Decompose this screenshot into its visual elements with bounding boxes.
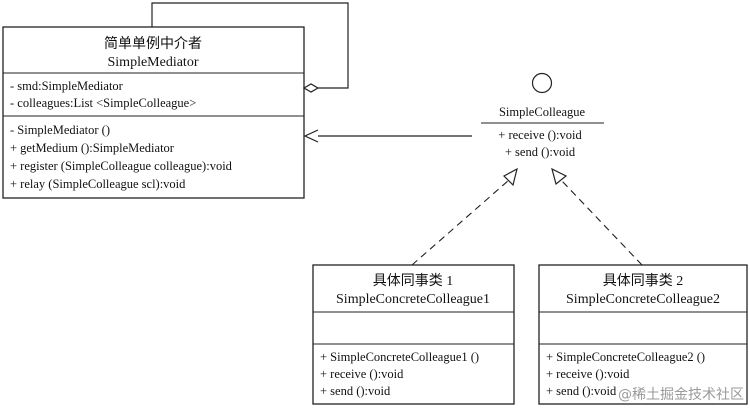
operation: + receive ():void xyxy=(498,128,582,142)
attribute: - colleagues:List <SimpleColleague> xyxy=(10,96,196,110)
watermark: @稀土掘金技术社区 xyxy=(618,387,744,403)
class-title-cn: 简单单例中介者 xyxy=(104,35,202,52)
realization-edge-1 xyxy=(411,167,518,266)
operation: + send ():void xyxy=(546,384,617,398)
self-aggregation-edge xyxy=(151,2,349,93)
class-title-en: SimpleConcreteColleague1 xyxy=(336,292,490,307)
realization-arrow-head xyxy=(503,167,518,187)
realization-edge-2 xyxy=(551,167,643,266)
self-association-line xyxy=(151,2,349,89)
class-concrete-colleague-1: 具体同事类 1 SimpleConcreteColleague1 + Simpl… xyxy=(312,264,515,405)
interface-title: SimpleColleague xyxy=(499,105,586,119)
operation: + send ():void xyxy=(320,384,391,398)
operation: + SimpleConcreteColleague1 () xyxy=(320,350,479,364)
operation: + register (SimpleColleague colleague):v… xyxy=(10,159,233,173)
operation: + receive ():void xyxy=(546,367,630,381)
class-box xyxy=(312,264,515,405)
operation: + getMedium ():SimpleMediator xyxy=(10,141,175,155)
realization-line xyxy=(411,179,510,266)
realization-arrow-head xyxy=(551,167,568,186)
operation: + relay (SimpleColleague scl):void xyxy=(10,177,186,191)
realization-line xyxy=(560,179,643,266)
association-edge xyxy=(303,129,472,143)
class-title-cn: 具体同事类 1 xyxy=(373,273,454,289)
class-box xyxy=(538,264,748,405)
class-title-cn: 具体同事类 2 xyxy=(603,273,684,289)
class-title-en: SimpleConcreteColleague2 xyxy=(566,292,720,307)
class-concrete-colleague-2: 具体同事类 2 SimpleConcreteColleague2 + Simpl… xyxy=(538,264,748,405)
aggregation-diamond xyxy=(302,83,320,93)
class-simple-mediator: 简单单例中介者 SimpleMediator - smd:SimpleMedia… xyxy=(2,26,305,199)
interface-lollipop-icon xyxy=(531,72,553,94)
attribute: - smd:SimpleMediator xyxy=(10,79,124,93)
operation: + send ():void xyxy=(505,145,576,159)
operation: + receive ():void xyxy=(320,367,404,381)
class-title-en: SimpleMediator xyxy=(108,55,199,70)
interface-simple-colleague: SimpleColleague + receive ():void + send… xyxy=(481,72,604,159)
operation: + SimpleConcreteColleague2 () xyxy=(546,350,705,364)
operation: - SimpleMediator () xyxy=(10,123,110,137)
arrow-head xyxy=(303,129,319,143)
class-box xyxy=(2,26,305,199)
